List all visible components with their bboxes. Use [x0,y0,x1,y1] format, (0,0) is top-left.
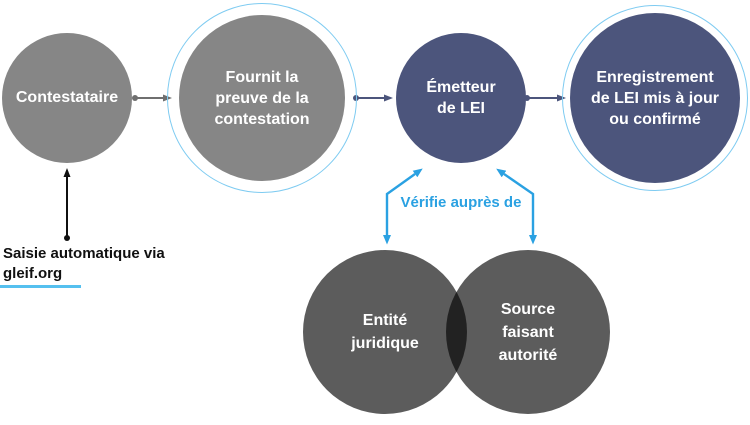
annotation-line1: Saisie automatique via [3,245,165,262]
node-enregistrement-ring: Enregistrement de LEI mis à jour ou conf… [562,5,748,191]
node-source-line3: autorité [498,346,558,364]
node-entite-juridique: Entité juridique [303,250,467,414]
node-source-autorite: Source faisant autorité [446,250,610,414]
node-enregistrement-line2: de LEI mis à jour [590,89,720,107]
node-entite-line2: juridique [351,335,419,352]
node-emetteur-line2: de LEI [436,100,485,117]
node-preuve-line3: contestation [214,110,310,128]
node-preuve-line1: Fournit la [225,68,299,86]
node-emetteur-lei: Émetteur de LEI [396,33,526,163]
node-contestataire: Contestataire [2,33,132,163]
node-source-line1: Source [500,300,556,318]
node-preuve-ring: Fournit la preuve de la contestation [167,3,357,193]
node-preuve-line2: preuve de la [215,89,309,107]
node-entite-line1: Entité [362,312,408,329]
verify-label: Vérifie auprès de [400,194,522,211]
node-enregistrement-line1: Enregistrement [596,68,714,86]
node-contestataire-label: Contestataire [15,89,119,106]
arrow-verify-right [496,168,537,245]
node-source-line2: faisant [502,323,554,341]
annotation-underline [0,285,81,288]
annotation-saisie-automatique: Saisie automatique via gleif.org [0,244,165,288]
node-fournit-preuve: Fournit la preuve de la contestation [179,15,345,181]
arrow-verify-left [383,168,423,245]
node-emetteur-line1: Émetteur [426,79,496,96]
gleif-org-link[interactable]: gleif.org [3,265,63,282]
node-enregistrement-line3: ou confirmé [609,110,701,128]
node-enregistrement-lei: Enregistrement de LEI mis à jour ou conf… [570,13,740,183]
